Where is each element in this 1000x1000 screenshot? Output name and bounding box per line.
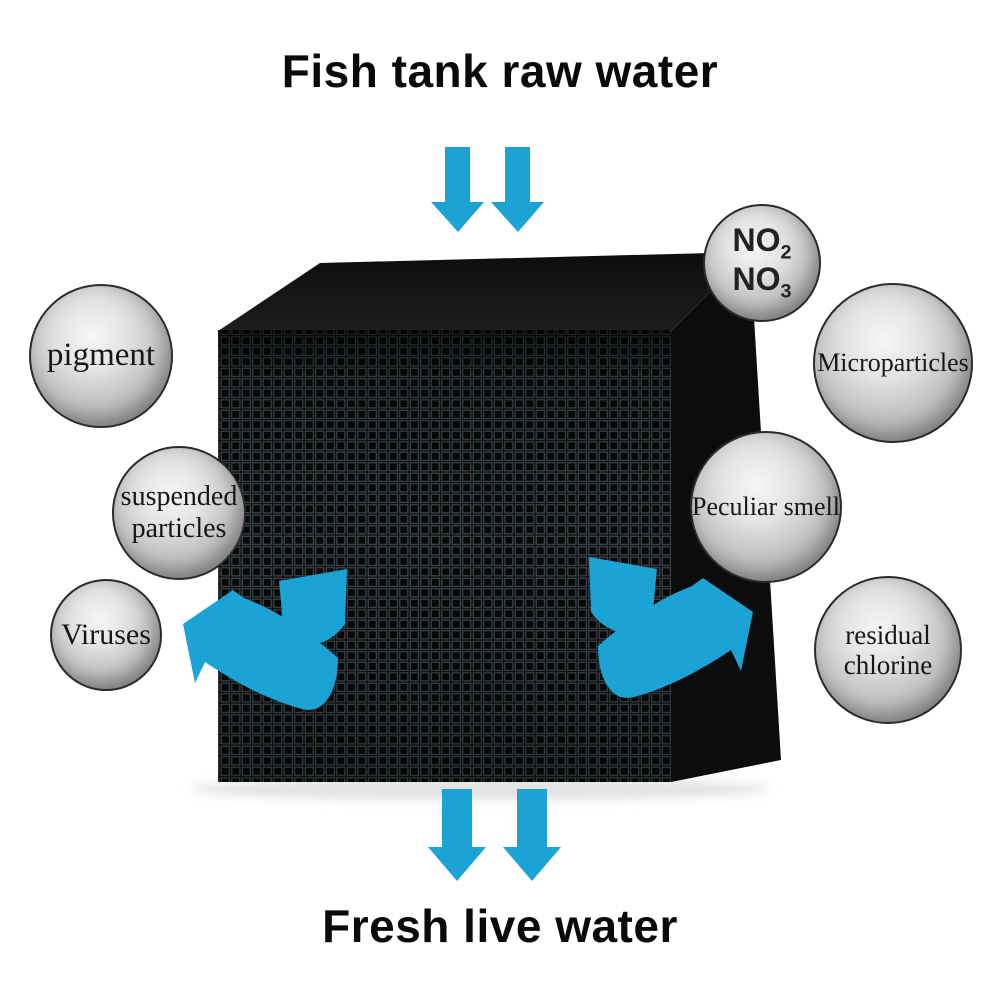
cube-front-face-shading (218, 330, 671, 782)
fresh-water-title: Fresh live water (322, 900, 678, 952)
outflow-arrow-left (428, 789, 486, 881)
purify-arrow-left-ribbon (183, 590, 338, 710)
contaminant-label-residual-chlorine: residual chlorine (843, 619, 933, 681)
contaminant-sphere-viruses: Viruses (50, 579, 162, 691)
contaminant-sphere-residual-chlorine: residual chlorine (814, 576, 962, 724)
chem-formula-no3: NO3 (732, 261, 792, 303)
flow-arrows (183, 147, 753, 881)
raw-water-title: Fish tank raw water (281, 45, 719, 97)
contaminant-label-viruses: Viruses (61, 618, 151, 652)
inflow-arrow-left (431, 147, 484, 232)
contaminant-label-no2-no3: NO2 NO3 (732, 221, 792, 303)
contaminant-sphere-microparticles: Microparticles (813, 283, 973, 443)
contaminant-label-peculiar-smell: Peculiar smell (692, 492, 841, 522)
purify-arrow-left (183, 569, 347, 710)
contaminant-label-microparticles: Microparticles (817, 348, 969, 378)
carbon-cube (218, 252, 781, 782)
contaminant-sphere-pigment: pigment (29, 284, 173, 428)
purify-arrow-right (589, 557, 753, 698)
contaminant-sphere-peculiar-smell: Peculiar smell (690, 431, 842, 583)
chem-subscript: 2 (780, 241, 792, 264)
chem-base: NO (732, 221, 781, 258)
chem-base: NO (732, 261, 781, 297)
cube-top-face (218, 252, 750, 331)
chem-subscript: 3 (780, 280, 792, 303)
cube-ground-shadow (190, 778, 770, 800)
inflow-arrow-right (491, 147, 544, 232)
contaminant-label-pigment: pigment (46, 337, 156, 374)
contaminant-sphere-no2-no3: NO2 NO3 (703, 204, 821, 322)
outflow-arrow-right (503, 789, 561, 881)
chem-formula-no2: NO2 (732, 221, 792, 264)
contaminant-sphere-suspended-particles: suspended particles (112, 446, 246, 580)
purify-arrow-right-ribbon (598, 578, 753, 698)
contaminant-label-suspended-particles: suspended particles (120, 481, 238, 544)
